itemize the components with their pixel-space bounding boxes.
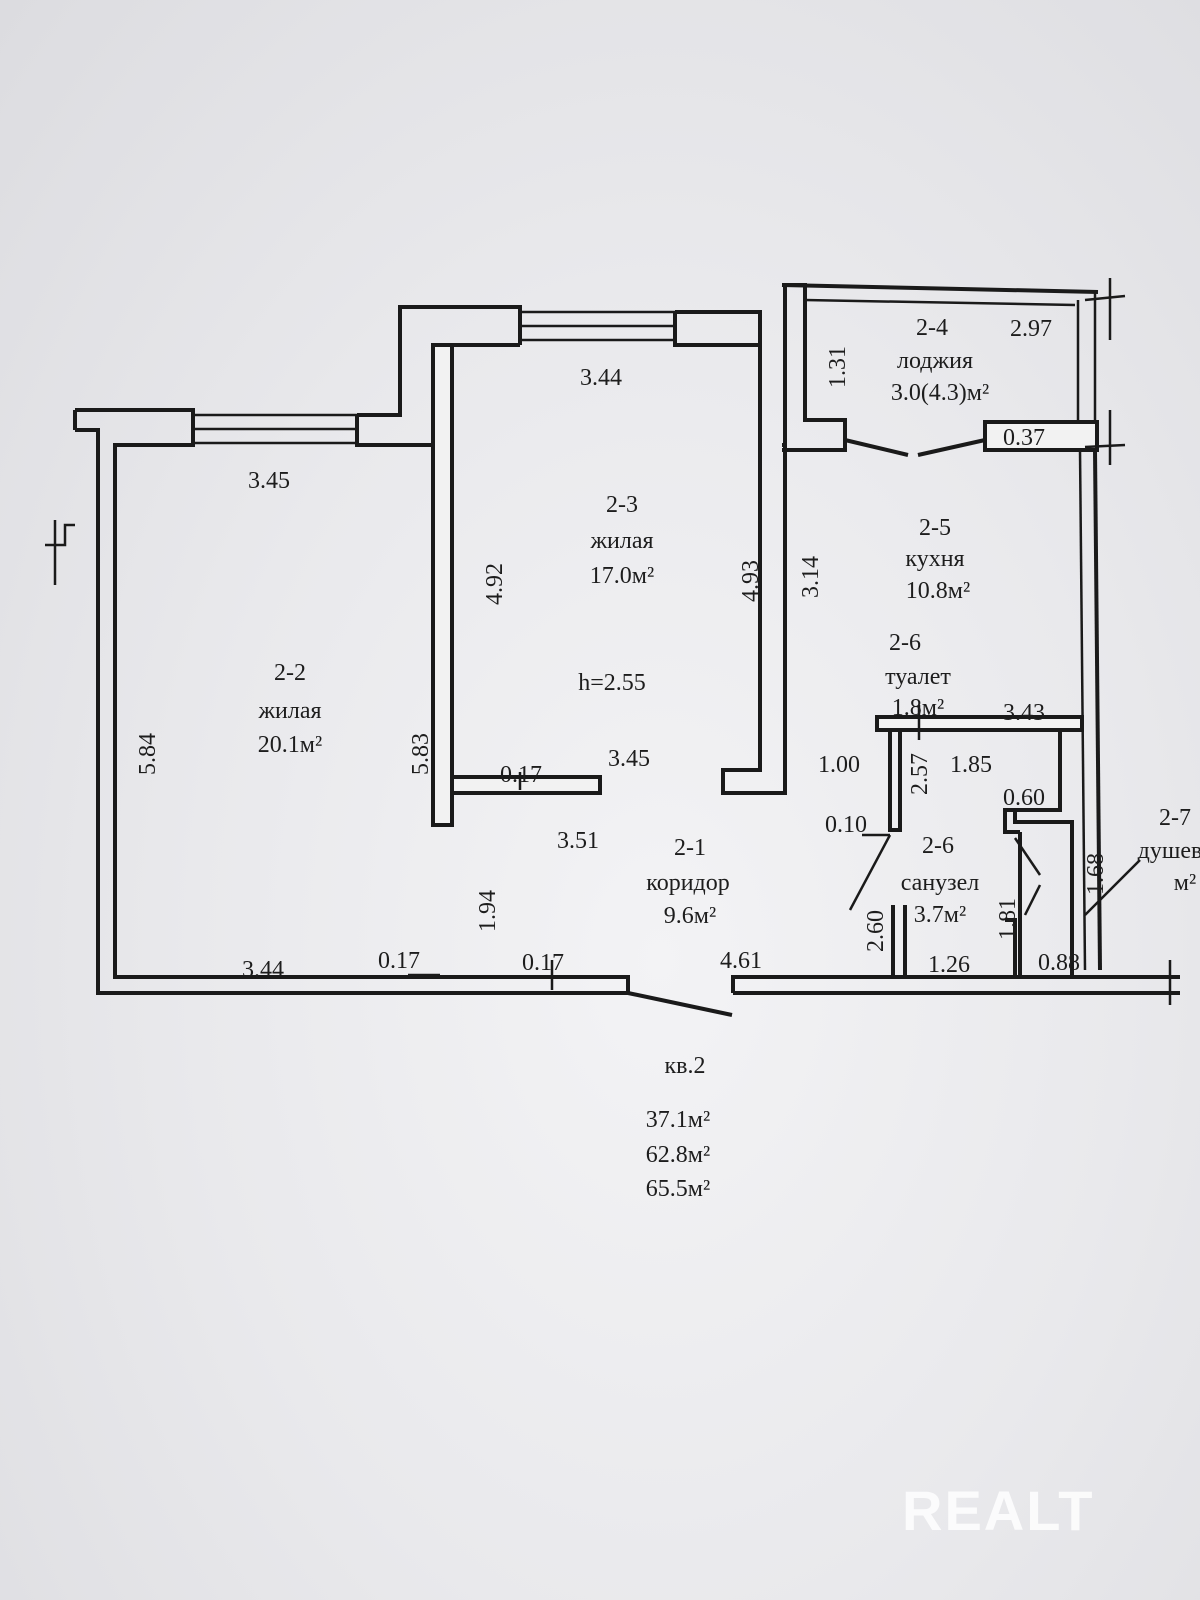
- room-area: 1.8м²: [892, 695, 944, 721]
- room-area: 20.1м²: [258, 732, 322, 758]
- dimension: 4.61: [720, 948, 762, 974]
- room-type: жилая: [257, 698, 321, 724]
- dimension: 0.17: [378, 948, 420, 974]
- room-type: кухня: [905, 546, 964, 572]
- room-type: туалет: [885, 664, 951, 690]
- dimension: 1.85: [950, 752, 992, 778]
- room-2-6-toilet: 2-6 туалет 1.8м²: [885, 630, 951, 721]
- room-id: 2-6: [922, 833, 954, 859]
- room-2-2: 2-2 жилая 20.1м²: [257, 660, 322, 758]
- dimension-labels: 3.45 3.44 2.97 1.31 0.37 4.92 4.93 3.14 …: [135, 316, 1109, 983]
- dimension: 0.17: [500, 762, 542, 788]
- dimension: 0.10: [825, 812, 867, 838]
- dimension: 1.26: [928, 952, 970, 978]
- dimension: 3.43: [1003, 700, 1045, 726]
- dimension: 2.60: [863, 910, 889, 952]
- room-type: санузел: [901, 870, 980, 896]
- dimension: 0.60: [1003, 785, 1045, 811]
- room-id: 2-3: [606, 492, 638, 518]
- dimension: 1.68: [1083, 853, 1109, 895]
- room-id: 2-6: [889, 630, 921, 656]
- room-id: 2-2: [274, 660, 306, 686]
- room-id: 2-4: [916, 315, 948, 341]
- dimension: 4.93: [738, 560, 764, 602]
- room-area: 3.7м²: [914, 902, 966, 928]
- dimension: 3.45: [248, 468, 290, 494]
- dimension: 2.97: [1010, 316, 1052, 342]
- room-id: 2-1: [674, 835, 706, 861]
- room-2-1: 2-1 коридор 9.6м²: [646, 835, 730, 929]
- room-type: жилая: [589, 528, 653, 554]
- dimension: 3.45: [608, 746, 650, 772]
- room-area: 17.0м²: [590, 563, 654, 589]
- dimension: 3.14: [798, 556, 824, 598]
- dimension: 3.44: [242, 957, 284, 983]
- dimension: 4.92: [482, 563, 508, 605]
- dimension: 1.81: [995, 898, 1021, 940]
- room-area: м²: [1174, 870, 1196, 896]
- living-area: 37.1м²: [646, 1107, 710, 1133]
- room-area: 3.0(4.3)м²: [891, 380, 989, 406]
- dimension: 3.44: [580, 365, 622, 391]
- room-2-7: 2-7 душев м²: [1138, 805, 1200, 896]
- watermark-logo: REALT: [902, 1479, 1095, 1542]
- room-type: душев: [1138, 838, 1200, 864]
- room-type: лоджия: [897, 348, 973, 374]
- total-area: 62.8м²: [646, 1142, 710, 1168]
- dimension: 0.88: [1038, 950, 1080, 976]
- room-id: 2-7: [1159, 805, 1191, 831]
- walls: [45, 278, 1180, 1017]
- room-2-5: 2-5 кухня 10.8м²: [905, 515, 970, 604]
- room-area: 9.6м²: [664, 903, 716, 929]
- dimension: 1.00: [818, 752, 860, 778]
- apartment-summary: кв.2 37.1м² 62.8м² 65.5м²: [646, 1053, 710, 1202]
- room-type: коридор: [646, 870, 730, 896]
- dimension: 1.94: [475, 890, 501, 932]
- dimension: 2.57: [907, 753, 933, 795]
- dimension: 5.83: [408, 733, 434, 775]
- room-2-3: 2-3 жилая 17.0м² h=2.55: [578, 492, 654, 696]
- room-id: 2-5: [919, 515, 951, 541]
- room-area: 10.8м²: [906, 578, 970, 604]
- apartment-number: кв.2: [665, 1053, 706, 1079]
- dimension: 5.84: [135, 733, 161, 775]
- dimension: 1.31: [825, 346, 851, 388]
- ceiling-height: h=2.55: [578, 670, 646, 696]
- dimension: 0.17: [522, 950, 564, 976]
- room-2-6-bathroom: 2-6 санузел 3.7м²: [901, 833, 980, 928]
- dimension: 3.51: [557, 828, 599, 854]
- dimension: 0.37: [1003, 425, 1045, 451]
- room-2-4: 2-4 лоджия 3.0(4.3)м²: [891, 315, 989, 406]
- total-area-with-loggia: 65.5м²: [646, 1176, 710, 1202]
